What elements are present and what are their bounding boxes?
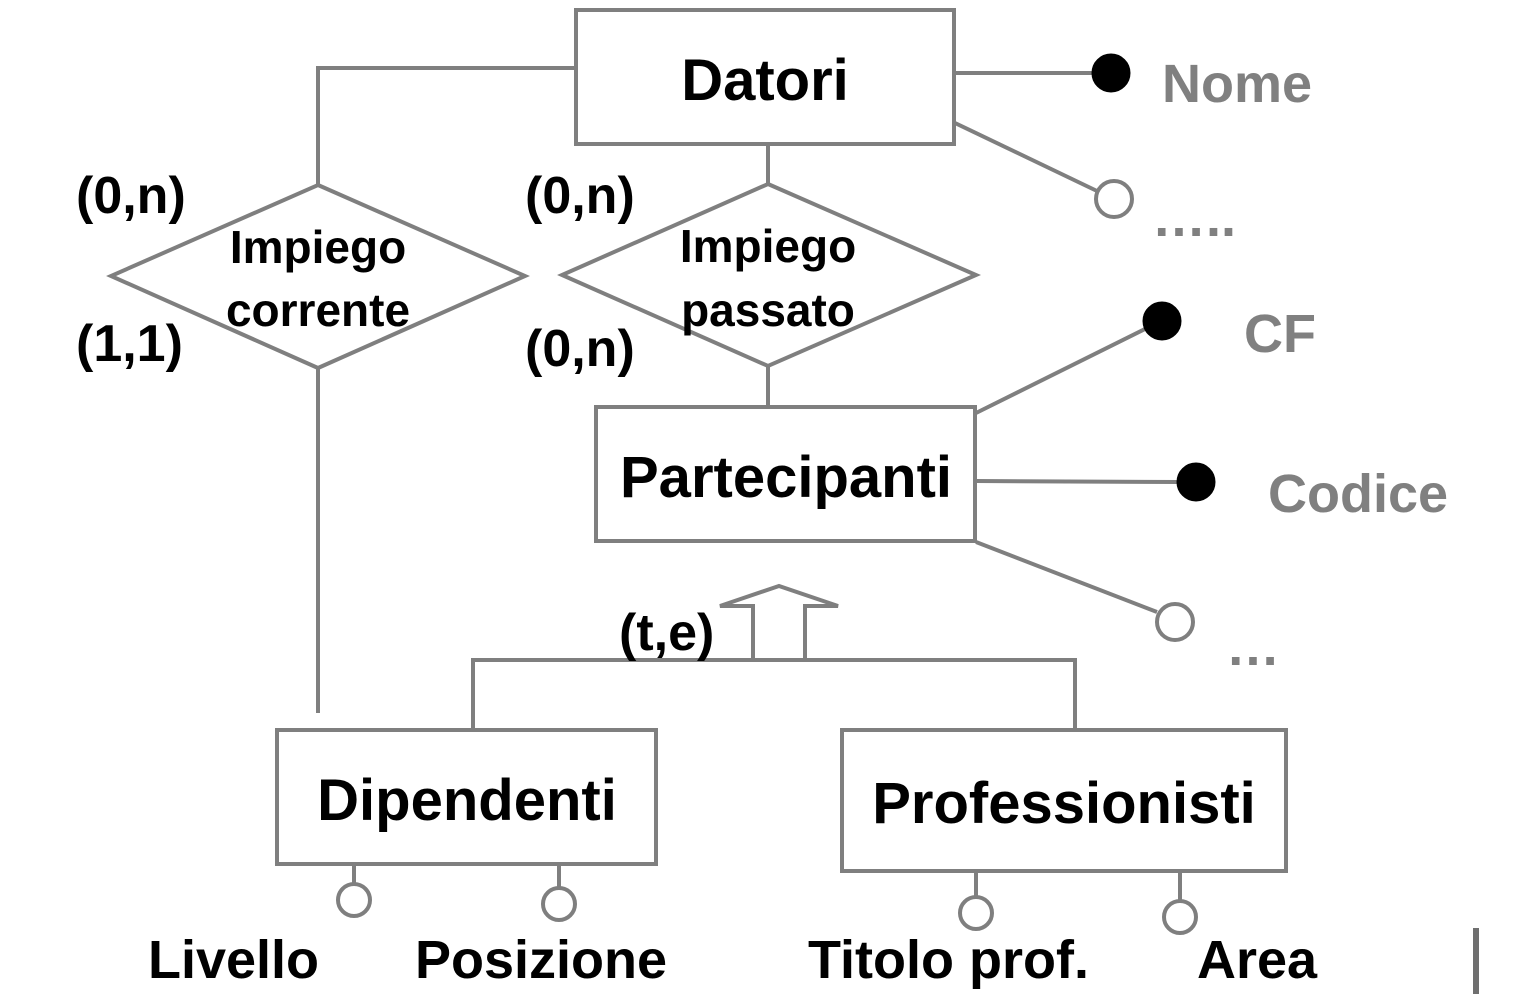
- generalization-line: [471, 658, 1077, 730]
- cardinality-corrente-dipendenti: (1,1): [76, 315, 183, 373]
- line-datori-impiego-corrente: [316, 66, 576, 185]
- attribute-titolo-prof: Titolo prof.: [808, 930, 1089, 990]
- cardinality-passato-datori: (0,n): [525, 167, 635, 225]
- entity-partecipanti: Partecipanti: [594, 405, 977, 543]
- attribute-area: Area: [1197, 930, 1318, 990]
- cardinality-passato-partecipanti: (0,n): [525, 320, 635, 378]
- rel-corrente-line2: corrente: [226, 284, 410, 336]
- attribute-dot-posizione: [541, 886, 577, 922]
- rel-passato-line1: Impiego: [680, 220, 856, 272]
- attribute-codice: Codice: [1268, 464, 1448, 524]
- line-partecipanti-codice: [975, 479, 1179, 484]
- entity-datori-label: Datori: [681, 48, 849, 113]
- identifier-dot-cf: [1142, 301, 1182, 341]
- entity-dipendenti-label: Dipendenti: [317, 768, 617, 833]
- entity-professionisti: Professionisti: [840, 728, 1288, 873]
- attribute-posizione: Posizione: [415, 930, 667, 990]
- generalization-label: (t,e): [619, 604, 714, 662]
- identifier-dot-codice: [1176, 462, 1216, 502]
- line-partecipanti-cf: [975, 327, 1146, 415]
- line-datori-other: [954, 121, 1098, 193]
- attribute-dot-partecipanti-other: [1155, 602, 1195, 642]
- attribute-datori-other: …..: [1152, 188, 1236, 248]
- entity-datori: Datori: [574, 8, 956, 146]
- entity-professionisti-label: Professionisti: [872, 771, 1256, 836]
- entity-dipendenti: Dipendenti: [275, 728, 658, 866]
- attribute-cf: CF: [1244, 304, 1316, 364]
- rel-passato-line2: passato: [681, 284, 855, 336]
- relationship-impiego-corrente: Impiego corrente: [106, 182, 530, 371]
- rel-corrente-line1: Impiego: [230, 221, 406, 273]
- relationship-impiego-passato: Impiego passato: [557, 181, 981, 369]
- cardinality-corrente-datori: (0,n): [76, 167, 186, 225]
- line-partecipanti-other: [975, 540, 1158, 614]
- attribute-livello: Livello: [148, 930, 319, 990]
- attribute-dot-livello: [336, 882, 372, 918]
- attribute-nome: Nome: [1162, 54, 1312, 114]
- attribute-dot-datori-other: [1094, 179, 1134, 219]
- generalization-arrow: [719, 583, 839, 662]
- attribute-partecipanti-other: …: [1226, 617, 1280, 677]
- attribute-dot-titolo: [958, 895, 994, 931]
- entity-partecipanti-label: Partecipanti: [620, 445, 952, 510]
- identifier-dot-nome: [1091, 53, 1131, 93]
- attribute-dot-area: [1162, 899, 1198, 935]
